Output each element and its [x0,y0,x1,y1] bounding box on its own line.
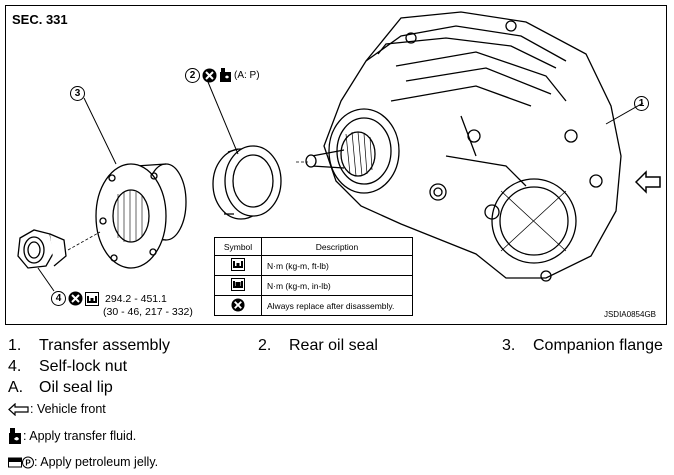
torque-value-units: (30 - 46, 217 - 332) [103,306,193,318]
replace-x-icon [231,297,245,312]
callout-4: 4 294.2 - 451.1 [51,291,167,306]
callout-1: 1 [634,96,649,111]
symbol-header: Symbol [214,237,262,256]
exploded-diagram: SEC. 331 [5,5,667,325]
note-vehicle-front: : Vehicle front [8,402,106,418]
svg-text:P: P [25,459,31,468]
torque-value: 294.2 - 451.1 [105,292,167,305]
transfer-assembly-drawing [296,11,622,282]
figure-id: JSDIA0854GB [603,310,656,319]
symbol-table: Symbol Description N·m (kg-m, ft-lb) [214,237,413,316]
description-header: Description [261,237,413,256]
symbol-table-header: Symbol Description [214,237,413,256]
transfer-fluid-icon [220,68,231,82]
table-row: N·m (kg-m, ft-lb) [214,255,413,276]
petroleum-jelly-icon: P [8,456,34,469]
transfer-fluid-icon [9,428,21,444]
replace-x-icon [68,291,83,306]
callout-3: 3 [70,86,85,101]
leader-lines [37,81,644,292]
torque-wrench-small-icon [231,278,245,291]
vehicle-front-arrow-icon [634,170,661,194]
callout-2: 2 (A: P) [185,68,260,83]
section-label: SEC. 331 [12,12,68,27]
companion-flange-drawing [95,163,187,269]
self-lock-nut-drawing [17,229,101,269]
replace-x-icon [202,68,217,83]
rear-oil-seal-drawing [212,145,282,220]
table-row: N·m (kg-m, in-lb) [214,275,413,296]
table-row: Always replace after disassembly. [214,295,413,316]
callout-2-annotation: (A: P) [234,70,260,81]
torque-wrench-icon [85,291,99,306]
vehicle-front-arrow-icon [8,403,29,417]
torque-wrench-icon [231,258,245,271]
note-petroleum-jelly: P : Apply petroleum jelly. [8,455,158,471]
diagram-drawing [17,11,661,292]
note-transfer-fluid: : Apply transfer fluid. [8,428,136,444]
